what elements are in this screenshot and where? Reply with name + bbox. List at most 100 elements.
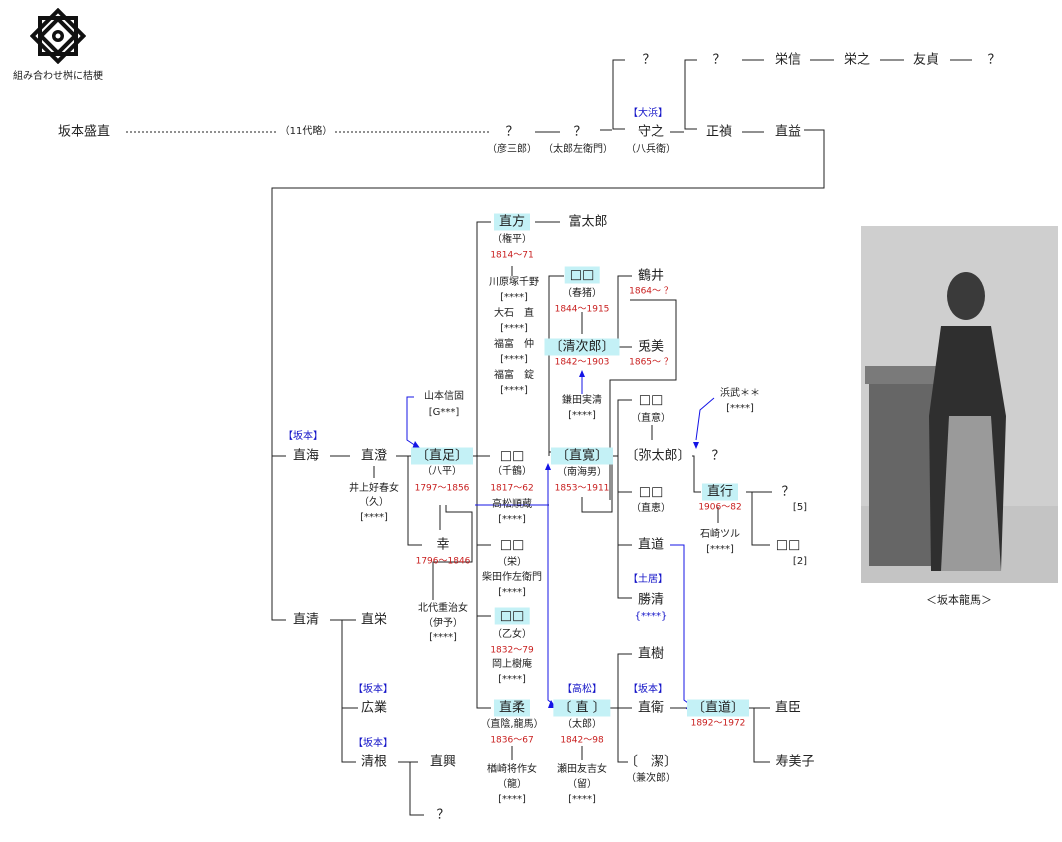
life-years: 1842〜98 bbox=[560, 735, 604, 746]
person-alias: （春猪） bbox=[562, 288, 602, 299]
person-naomi: 直海 bbox=[292, 448, 320, 464]
spouse-kawahara: 川原塚千野 bbox=[489, 277, 539, 288]
spouse-ref: [****] bbox=[498, 674, 526, 685]
person-chizuru: □□ bbox=[499, 448, 525, 464]
portrait-photo bbox=[861, 226, 1058, 583]
omitted-generations: （11代略） bbox=[279, 126, 333, 137]
family-label-sakamoto: 【坂本】 bbox=[283, 431, 323, 442]
life-years: 1892〜1972 bbox=[690, 718, 746, 729]
person-alias: （龍） bbox=[497, 779, 527, 790]
life-years: 1906〜82 bbox=[698, 502, 742, 513]
person-unknown: ？ bbox=[712, 52, 726, 68]
person-naoe: □□ bbox=[638, 484, 664, 500]
person-seijiro: 〔清次郎〕 bbox=[544, 338, 620, 356]
spouse-narasaki: 楢崎将作女 bbox=[487, 764, 537, 775]
person-alias: （千鶴） bbox=[492, 466, 532, 477]
person-kiyoshi: 〔 潔〕 bbox=[624, 754, 678, 770]
spouse-ref: [****] bbox=[498, 587, 526, 598]
person-alias: （直意） bbox=[631, 413, 671, 424]
person-unknown: ？ bbox=[505, 124, 519, 140]
person-naomasu: 直益 bbox=[774, 124, 802, 140]
person-otome: □□ bbox=[494, 607, 530, 625]
person-alias: （久） bbox=[359, 497, 389, 508]
person-alias: （彦三郎） bbox=[487, 144, 537, 155]
person-katsukiyo: 勝清 bbox=[637, 592, 665, 608]
person-naokiyo: 直清 bbox=[292, 612, 320, 628]
person-unknown-child: □□ bbox=[775, 537, 801, 553]
person-alias: （八兵衛） bbox=[626, 144, 676, 155]
spouse-kitadai: 北代重治女 bbox=[418, 603, 468, 614]
person-naooki: 直興 bbox=[429, 754, 457, 770]
person-sumiko: 寿美子 bbox=[775, 754, 815, 770]
portrait-figure bbox=[861, 226, 1058, 583]
life-years: 1814〜71 bbox=[490, 250, 534, 261]
person-alias: （権平） bbox=[492, 234, 532, 245]
person-alias: （南海男） bbox=[557, 467, 607, 478]
person-alias: （留） bbox=[567, 779, 597, 790]
spouse-ref: [****] bbox=[498, 794, 526, 805]
life-years: 1864〜 ？ bbox=[629, 286, 673, 297]
person-unknown: ？ bbox=[436, 807, 450, 823]
family-label-sakamoto: 【坂本】 bbox=[353, 738, 393, 749]
person-ryoma: 直柔 bbox=[493, 699, 531, 717]
person-tomi: 兎美 bbox=[637, 339, 665, 355]
person-morinao: 坂本盛直 bbox=[57, 124, 111, 140]
family-crest-icon bbox=[30, 8, 86, 64]
person-alias: （兼次郎） bbox=[626, 773, 676, 784]
spouse-ref: [****] bbox=[498, 514, 526, 525]
crest-label: 組み合わせ桝に桔梗 bbox=[13, 71, 103, 82]
person-naoi: □□ bbox=[638, 392, 664, 408]
person-tsurui: 鶴井 bbox=[637, 268, 665, 284]
family-label-sakamoto: 【坂本】 bbox=[353, 684, 393, 695]
spouse-okanoue: 岡上樹庵 bbox=[492, 659, 532, 670]
person-unknown: ？ bbox=[573, 124, 587, 140]
person-naoomi: 直臣 bbox=[774, 700, 802, 716]
person-tomosada: 友貞 bbox=[912, 52, 940, 68]
child-count: [2] bbox=[792, 556, 808, 567]
person-naozumi: 直澄 bbox=[360, 448, 388, 464]
person-unknown: ？ bbox=[711, 448, 725, 464]
person-naomichi: 直道 bbox=[637, 537, 665, 553]
portrait-caption: ＜坂本龍馬＞ bbox=[926, 593, 992, 607]
life-years: 1853〜1911 bbox=[554, 483, 610, 494]
person-alias: （直陰,龍馬） bbox=[480, 719, 544, 730]
spouse-fukutomi: 福富 錠 bbox=[494, 370, 534, 381]
person-kamata: 鎌田実清 bbox=[562, 395, 602, 406]
person-naotari: 〔直足〕 bbox=[410, 447, 474, 465]
spouse-ref: [****] bbox=[568, 794, 596, 805]
person-naoe: 直衛 bbox=[637, 700, 665, 716]
life-years: 1844〜1915 bbox=[554, 304, 610, 315]
life-years: 1817〜62 bbox=[490, 483, 534, 494]
child-count: [5] bbox=[792, 502, 808, 513]
spouse-ooishi: 大石 直 bbox=[494, 308, 534, 319]
person-haruo: □□ bbox=[564, 266, 600, 284]
family-label-sakamoto: 【坂本】 bbox=[628, 684, 668, 695]
life-years: 1832〜79 bbox=[490, 645, 534, 656]
spouse-ref: [****] bbox=[706, 544, 734, 555]
person-tomitaro: 富太郎 bbox=[568, 214, 608, 230]
person-hirogyo: 広業 bbox=[360, 700, 388, 716]
person-alias: （乙女） bbox=[492, 629, 532, 640]
person-kiyone: 清根 bbox=[360, 754, 388, 770]
person-alias: （太郎左衛門） bbox=[543, 144, 613, 155]
life-years: 1865〜 ？ bbox=[629, 357, 673, 368]
family-label-doi: 【土居】 bbox=[628, 574, 668, 585]
person-masanori: 正禎 bbox=[705, 124, 733, 140]
life-years: 1842〜1903 bbox=[554, 357, 610, 368]
spouse-ref: [****] bbox=[500, 292, 528, 303]
life-years: 1797〜1856 bbox=[414, 483, 470, 494]
spouse-ref: [****] bbox=[726, 403, 754, 414]
spouse-ref: [****] bbox=[500, 385, 528, 396]
spouse-shibata: 柴田作左衛門 bbox=[482, 572, 542, 583]
person-yataro: 〔弥太郎〕 bbox=[625, 448, 691, 464]
person-moriyuki: 守之 bbox=[637, 124, 665, 140]
person-hamatake: 浜武＊＊ bbox=[720, 388, 760, 399]
life-years: 1796〜1846 bbox=[415, 556, 471, 567]
person-alias: （八平） bbox=[422, 466, 462, 477]
spouse-ref: [****] bbox=[568, 410, 596, 421]
life-years: 1836〜67 bbox=[490, 735, 534, 746]
spouse-ishizaki: 石崎ツル bbox=[700, 529, 740, 540]
person-naohide: 直栄 bbox=[360, 612, 388, 628]
person-naokata: 直方 bbox=[493, 213, 531, 231]
